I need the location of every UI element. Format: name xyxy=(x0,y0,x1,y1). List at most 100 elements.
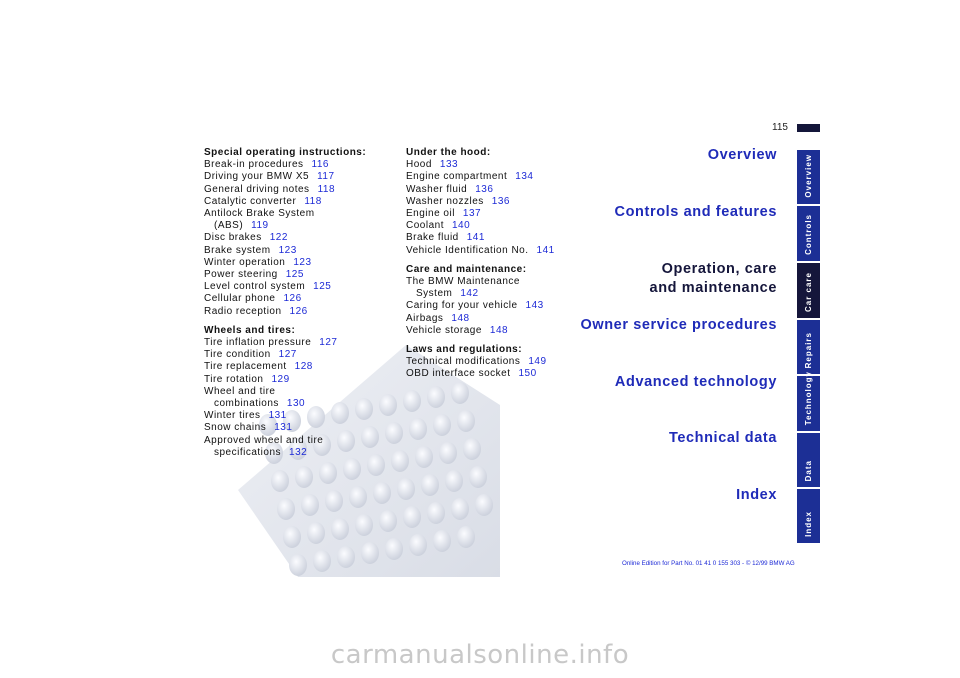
side-tab-label: Repairs xyxy=(804,331,813,368)
toc-entry-page-link[interactable]: 134 xyxy=(515,171,534,183)
toc-entry-page-link[interactable]: 136 xyxy=(491,195,510,207)
toc-entry-page-link[interactable]: 125 xyxy=(285,269,304,281)
toc-entry-page-link[interactable]: 116 xyxy=(311,159,329,171)
toc-entry-page-link[interactable]: 143 xyxy=(525,300,544,312)
tread-block xyxy=(325,490,343,512)
toc-entry-page-link[interactable]: 131 xyxy=(274,422,293,434)
toc-entry-page-link[interactable]: 148 xyxy=(451,312,470,324)
chapter-link-line: Controls and features xyxy=(614,204,777,220)
tread-block xyxy=(289,554,307,576)
tread-block xyxy=(475,494,493,516)
tread-block xyxy=(373,482,391,504)
chapter-link-technology[interactable]: Advanced technology xyxy=(615,373,777,392)
side-tab-index[interactable]: Index xyxy=(797,489,820,543)
toc-entry-page-link[interactable]: 123 xyxy=(293,256,312,268)
toc-entry-page-link[interactable]: 132 xyxy=(289,446,308,458)
tread-block xyxy=(367,454,385,476)
toc-entry-label-cont: (ABS) xyxy=(214,220,244,232)
toc-entry-page-link[interactable]: 142 xyxy=(460,288,479,300)
toc-entry-page-link[interactable]: 136 xyxy=(475,183,494,195)
toc-entry-page-link[interactable]: 141 xyxy=(536,244,555,256)
chapter-link-controls[interactable]: Controls and features xyxy=(615,203,777,222)
side-tab-repairs[interactable]: Repairs xyxy=(797,320,820,374)
toc-entry-page-link[interactable]: 128 xyxy=(294,361,313,373)
toc-entry-label: Antilock Brake System xyxy=(204,208,315,220)
toc-entry-page-link[interactable]: 137 xyxy=(462,208,482,220)
toc-entry-page-link[interactable]: 126 xyxy=(289,305,308,317)
toc-entry-page-link[interactable]: 125 xyxy=(313,281,332,293)
chapter-link-index[interactable]: Index xyxy=(736,486,777,505)
side-tab-overview[interactable]: Overview xyxy=(797,150,820,204)
toc-entry-page-link[interactable]: 150 xyxy=(518,368,537,380)
toc-entry-page-link[interactable]: 127 xyxy=(319,337,338,349)
toc-entry-page-link[interactable]: 119 xyxy=(251,220,269,232)
toc-entry-page-link[interactable]: 133 xyxy=(439,159,459,171)
toc-entry-page-link[interactable]: 140 xyxy=(451,220,471,232)
side-tab-controls[interactable]: Controls xyxy=(797,206,820,261)
toc-entry[interactable]: Vehicle Identification No.141 xyxy=(406,245,596,257)
toc-entry-page-link[interactable]: 118 xyxy=(317,183,336,195)
footer-edition-note: Online Edition for Part No. 01 41 0 155 … xyxy=(622,560,795,567)
toc-entry-page-link[interactable]: 122 xyxy=(269,232,288,244)
toc-entry-page-link[interactable]: 130 xyxy=(286,398,306,410)
toc-entry-page-link[interactable]: 126 xyxy=(283,293,302,305)
toc-entry-page-link[interactable]: 149 xyxy=(528,356,547,368)
toc-entry[interactable]: Antilock Brake System(ABS) 119 xyxy=(204,208,394,232)
chapter-link-overview[interactable]: Overview xyxy=(708,146,777,165)
tread-block xyxy=(409,534,427,556)
toc-entry-page-link[interactable]: 131 xyxy=(268,410,287,422)
toc-entry-label-cont: System xyxy=(416,288,453,300)
toc-entry-page-link[interactable]: 118 xyxy=(304,195,322,207)
toc-entry-page-link[interactable]: 148 xyxy=(489,324,509,336)
toc-entry-page-link[interactable]: 129 xyxy=(271,373,290,385)
chapter-link-repairs[interactable]: Owner service procedures xyxy=(580,316,777,335)
toc-entry-page-link[interactable]: 117 xyxy=(317,171,335,183)
page-marker xyxy=(797,124,820,132)
side-tab-car-care[interactable]: Car care xyxy=(797,263,820,318)
tread-block xyxy=(451,382,469,404)
tread-block xyxy=(313,434,331,456)
toc-entry-page-link[interactable]: 127 xyxy=(278,349,297,361)
toc-entry-page-link[interactable]: 123 xyxy=(278,244,297,256)
toc-entry-page-link[interactable]: 141 xyxy=(466,232,485,244)
tread-block xyxy=(361,542,379,564)
side-tab-technology[interactable]: Technology xyxy=(797,371,820,431)
chapter-link-data[interactable]: Technical data xyxy=(669,429,777,448)
side-tab-data[interactable]: Data xyxy=(797,433,820,487)
